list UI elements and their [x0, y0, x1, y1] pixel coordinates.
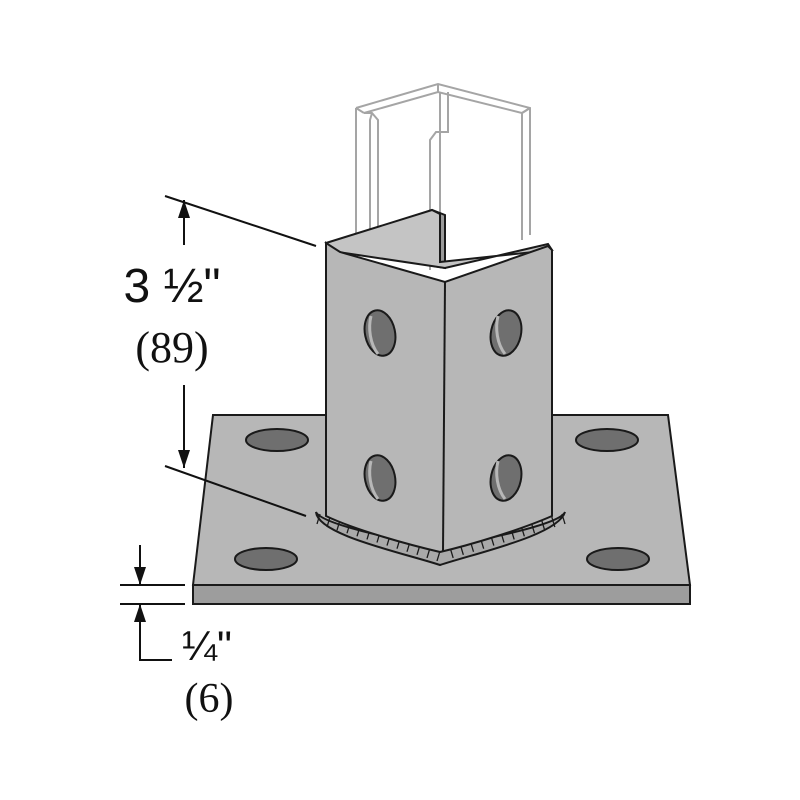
thickness-arrowhead-top — [134, 567, 146, 585]
post-front-face — [325, 241, 553, 554]
thickness-imperial-label: ¼" — [182, 622, 232, 669]
thickness-metric-label: (6) — [185, 676, 234, 722]
height-arrowhead-top — [178, 200, 190, 218]
strut-channel — [355, 82, 531, 270]
mounting-hole-back-right — [575, 428, 639, 452]
height-extension-line-bottom — [164, 465, 307, 517]
mounting-hole-front-left — [234, 547, 298, 571]
mounting-hole-back-left — [245, 428, 309, 452]
thickness-arrow-line-bottom — [139, 604, 172, 661]
height-dimension — [164, 195, 317, 517]
thickness-dimension — [120, 545, 185, 661]
post-corner-edge — [442, 281, 446, 553]
post-socket — [324, 208, 554, 554]
height-arrowhead-bottom — [178, 450, 190, 468]
height-extension-line-top — [164, 195, 317, 247]
base-plate-edge — [192, 584, 691, 605]
mounting-hole-front-right — [586, 547, 650, 571]
thickness-arrowhead-bottom — [134, 604, 146, 622]
height-imperial-label: 3 ½" — [123, 260, 220, 313]
height-metric-label: (89) — [135, 323, 208, 372]
